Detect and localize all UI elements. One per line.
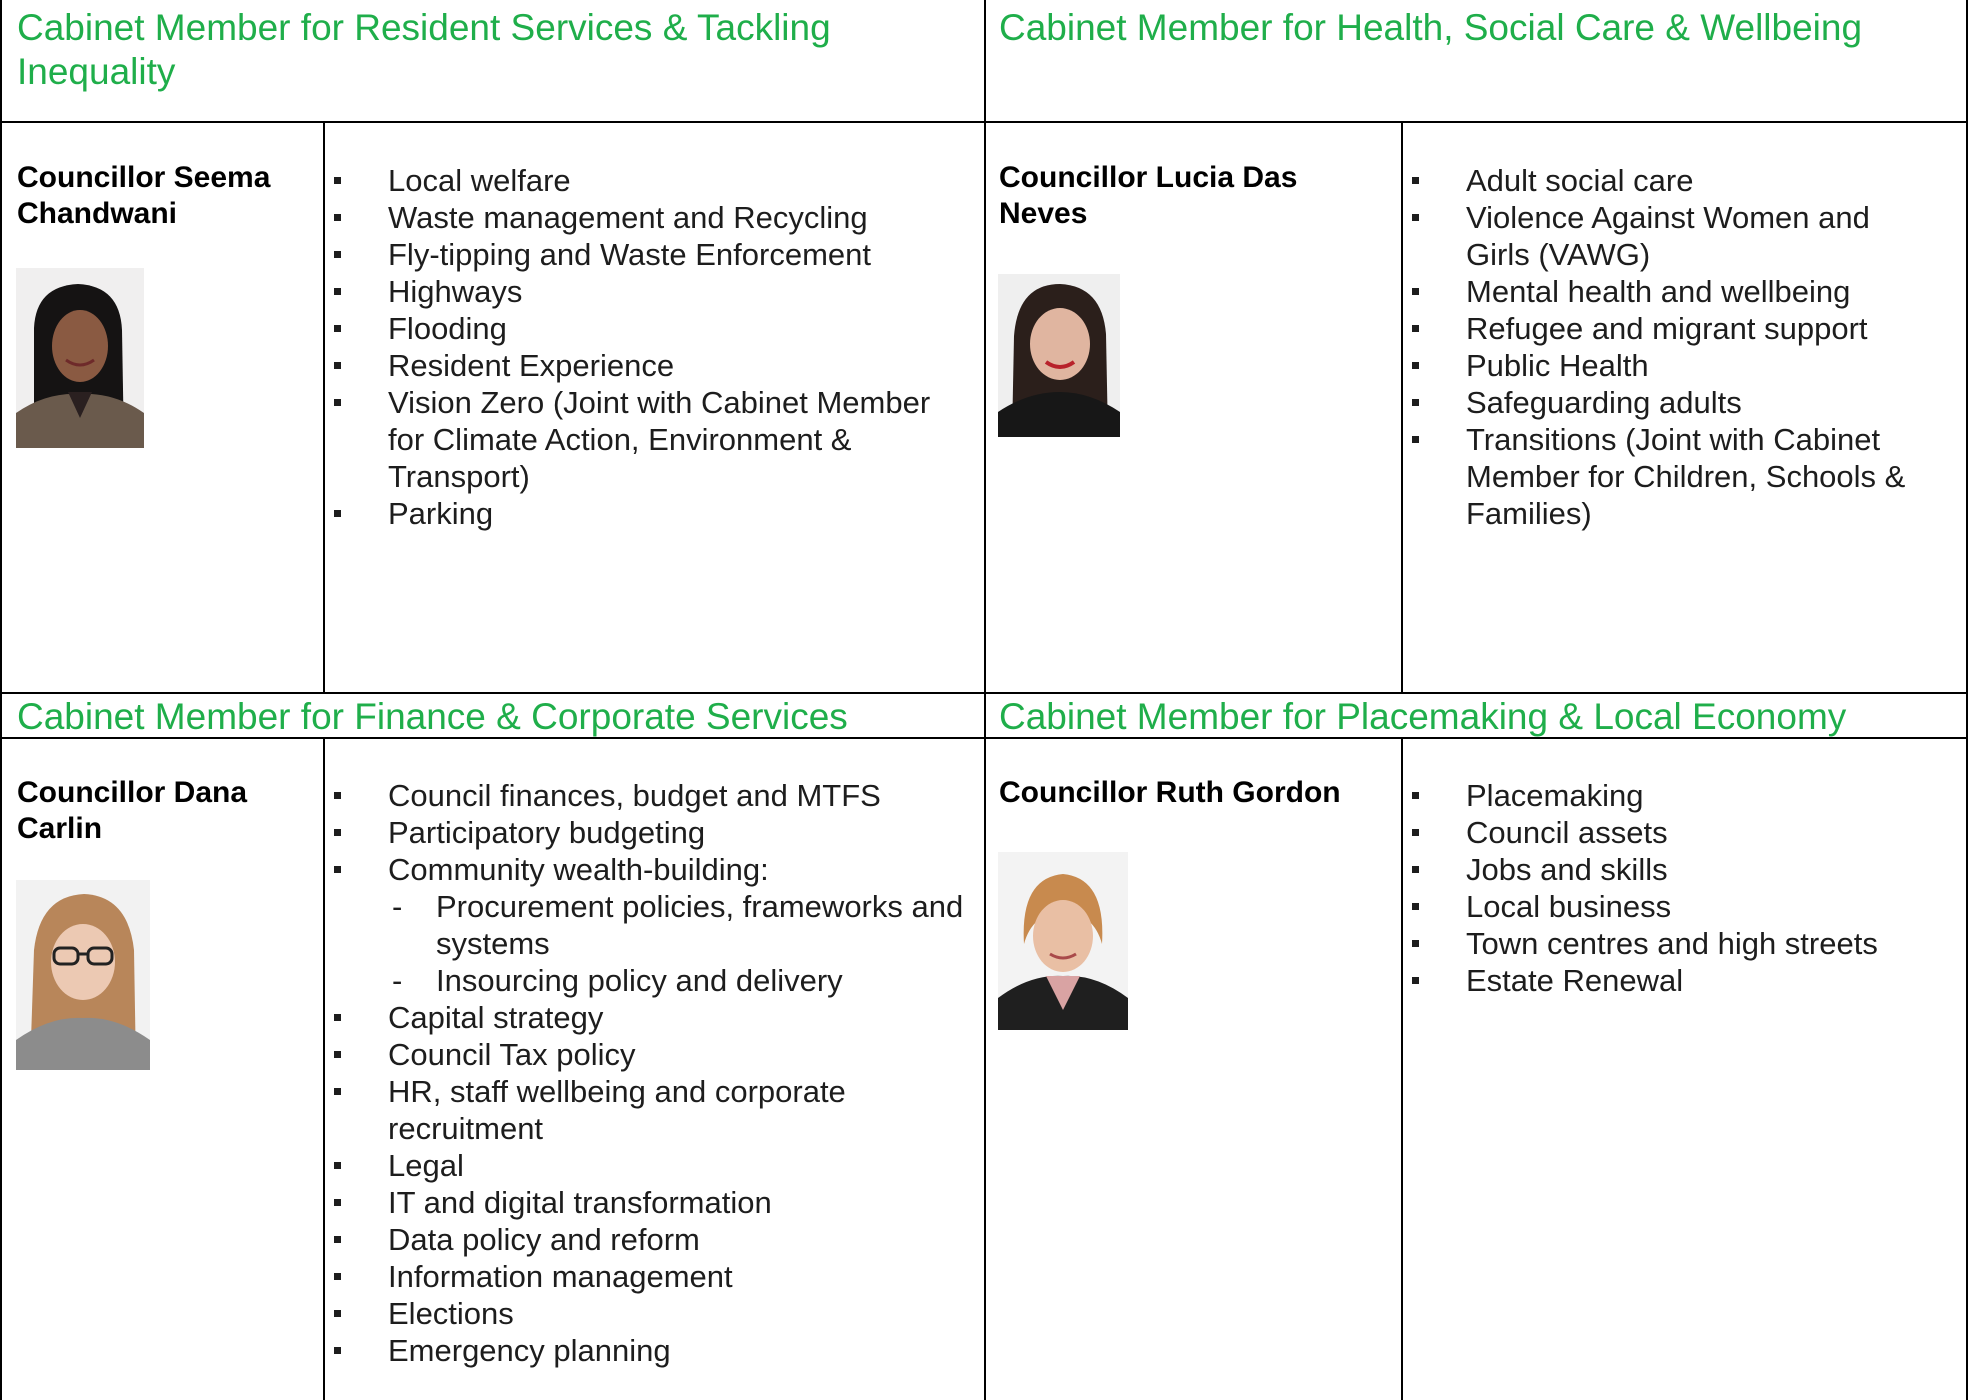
councillor-name: Councillor Ruth Gordon xyxy=(999,776,1341,809)
list-item: Vision Zero (Joint with Cabinet Member f… xyxy=(332,384,972,495)
sub-list: Procurement policies, frameworks and sys… xyxy=(388,888,972,999)
row-divider xyxy=(0,692,1968,694)
responsibilities-list: Placemaking Council assets Jobs and skil… xyxy=(1410,777,1940,999)
responsibilities-list: Council finances, budget and MTFS Partic… xyxy=(332,777,972,1369)
row2-header-divider xyxy=(0,737,1968,739)
councillor-name: Councillor Dana Carlin xyxy=(17,776,248,845)
row2-left-divider xyxy=(323,738,325,1400)
list-item: Council finances, budget and MTFS xyxy=(332,777,972,814)
councillor-photo xyxy=(16,880,150,1070)
councillor-photo xyxy=(998,852,1128,1030)
row1-right-divider xyxy=(1401,121,1403,693)
role-title: Cabinet Member for Placemaking & Local E… xyxy=(999,696,1847,737)
councillor-photo xyxy=(16,268,144,448)
sub-list-item: Procurement policies, frameworks and sys… xyxy=(388,888,972,962)
row1-left-divider xyxy=(323,121,325,693)
list-item: Capital strategy xyxy=(332,999,972,1036)
list-item: Refugee and migrant support xyxy=(1410,310,1940,347)
role-title: Cabinet Member for Resident Services & T… xyxy=(17,7,831,92)
role-title: Cabinet Member for Finance & Corporate S… xyxy=(17,696,848,737)
list-item: Resident Experience xyxy=(332,347,972,384)
list-item: Data policy and reform xyxy=(332,1221,972,1258)
list-item: Violence Against Women and Girls (VAWG) xyxy=(1410,199,1940,273)
list-item: Community wealth-building: Procurement p… xyxy=(332,851,972,999)
list-item: IT and digital transformation xyxy=(332,1184,972,1221)
list-item: Elections xyxy=(332,1295,972,1332)
list-item: Highways xyxy=(332,273,972,310)
list-item: Safeguarding adults xyxy=(1410,384,1940,421)
list-item: Placemaking xyxy=(1410,777,1940,814)
responsibilities-list: Adult social care Violence Against Women… xyxy=(1410,162,1940,532)
list-item: Transitions (Joint with Cabinet Member f… xyxy=(1410,421,1940,532)
list-item: Legal xyxy=(332,1147,972,1184)
list-item: Local welfare xyxy=(332,162,972,199)
table-divider-middle xyxy=(984,0,986,1400)
list-item: Participatory budgeting xyxy=(332,814,972,851)
list-item: Public Health xyxy=(1410,347,1940,384)
row1-header-divider xyxy=(0,121,1968,123)
list-item: Adult social care xyxy=(1410,162,1940,199)
list-item: Fly-tipping and Waste Enforcement xyxy=(332,236,972,273)
list-item: Town centres and high streets xyxy=(1410,925,1940,962)
list-item: Estate Renewal xyxy=(1410,962,1940,999)
list-item: Information management xyxy=(332,1258,972,1295)
councillor-photo xyxy=(998,274,1120,437)
councillor-name: Councillor Seema Chandwani xyxy=(17,161,271,230)
list-item: Flooding xyxy=(332,310,972,347)
list-item: Jobs and skills xyxy=(1410,851,1940,888)
list-item: Mental health and wellbeing xyxy=(1410,273,1940,310)
councillor-name: Councillor Lucia Das Neves xyxy=(999,161,1298,230)
list-item: Local business xyxy=(1410,888,1940,925)
list-item: Council assets xyxy=(1410,814,1940,851)
table-border-right xyxy=(1966,0,1968,1400)
list-item: Parking xyxy=(332,495,972,532)
list-item: Emergency planning xyxy=(332,1332,972,1369)
list-item-label: Community wealth-building: xyxy=(388,852,769,887)
role-title: Cabinet Member for Health, Social Care &… xyxy=(999,7,1863,48)
table-border-left xyxy=(0,0,2,1400)
list-item: Waste management and Recycling xyxy=(332,199,972,236)
responsibilities-list: Local welfare Waste management and Recyc… xyxy=(332,162,972,532)
row2-right-divider xyxy=(1401,738,1403,1400)
list-item: HR, staff wellbeing and corporate recrui… xyxy=(332,1073,972,1147)
list-item: Council Tax policy xyxy=(332,1036,972,1073)
sub-list-item: Insourcing policy and delivery xyxy=(388,962,972,999)
